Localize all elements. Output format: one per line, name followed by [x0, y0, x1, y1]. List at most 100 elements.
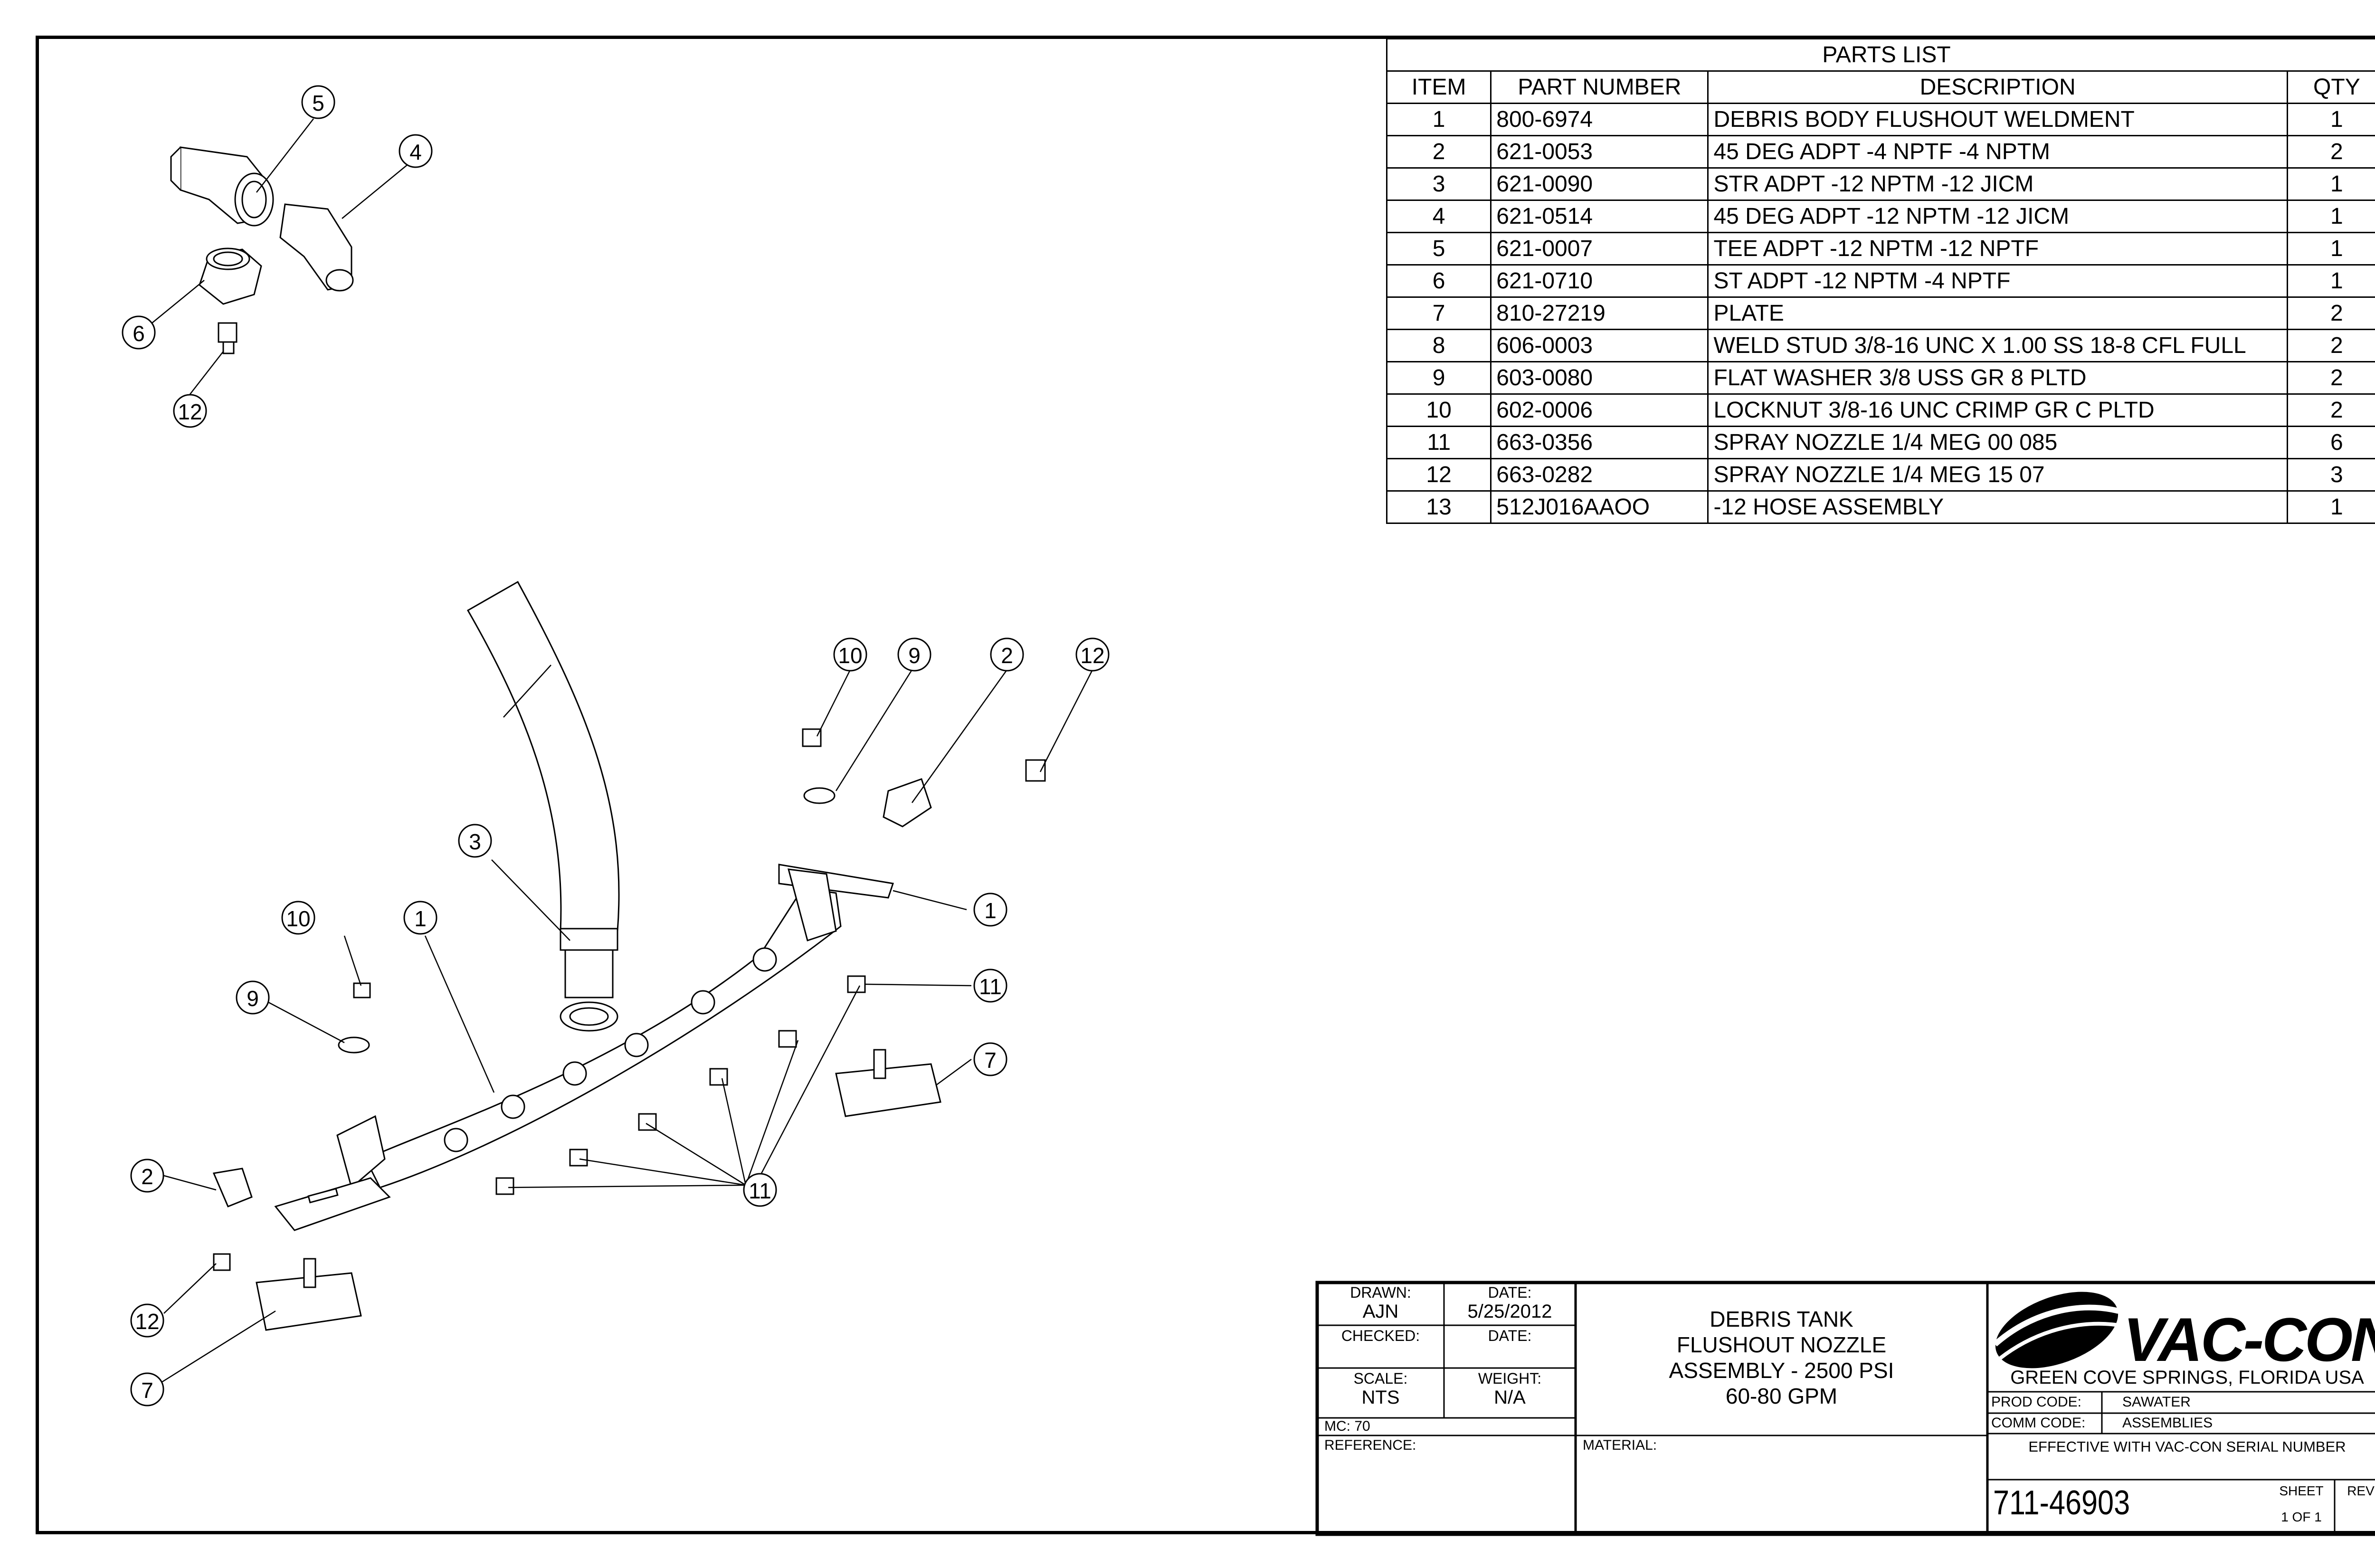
qty-cell: 1: [2286, 103, 2375, 136]
callout-balloon: 3: [458, 824, 492, 858]
callout-label: 12: [135, 1309, 159, 1334]
weight-value: N/A: [1494, 1387, 1526, 1408]
callout-label: 7: [141, 1378, 153, 1403]
callout-balloon: 2: [130, 1159, 164, 1193]
part-number-cell: 621-0053: [1490, 135, 1709, 169]
callout-balloon: 7: [973, 1042, 1007, 1076]
manifold-weldment-part: [274, 864, 894, 1231]
company-location: GREEN COVE SPRINGS, FLORIDA USA: [2010, 1367, 2364, 1388]
part-number-cell: 621-0007: [1490, 232, 1709, 266]
callout-label: 2: [1001, 643, 1013, 668]
qty-cell: 1: [2286, 167, 2375, 201]
qty-cell: 3: [2286, 458, 2375, 492]
qty-cell: 1: [2286, 264, 2375, 298]
description-cell: WELD STUD 3/8-16 UNC X 1.00 SS 18-8 CFL …: [1707, 329, 2288, 362]
item-cell: 1: [1386, 103, 1492, 136]
callout-balloon: 9: [236, 980, 270, 1015]
item-cell: 11: [1386, 426, 1492, 459]
scale-value: NTS: [1361, 1387, 1400, 1408]
description-cell: STR ADPT -12 NPTM -12 JICM: [1707, 167, 2288, 201]
description-cell: 45 DEG ADPT -4 NPTF -4 NPTM: [1707, 135, 2288, 169]
item-cell: 12: [1386, 458, 1492, 492]
rev-label: REV: [2347, 1483, 2375, 1498]
part-number-cell: 800-6974: [1490, 103, 1709, 136]
description-cell: -12 HOSE ASSEMBLY: [1707, 490, 2288, 524]
parts-list-title: PARTS LIST: [1386, 38, 2375, 72]
callout-balloon: 10: [833, 637, 867, 672]
callout-label: 6: [133, 321, 145, 346]
callout-balloon: 2: [990, 637, 1024, 672]
callout-label: 10: [838, 643, 862, 668]
callout-label: 2: [141, 1164, 153, 1189]
part-number-cell: 663-0282: [1490, 458, 1709, 492]
hose-assembly-part: [466, 580, 620, 998]
callout-label: 3: [469, 829, 481, 854]
date-value: 5/25/2012: [1467, 1301, 1552, 1322]
item-cell: 7: [1386, 296, 1492, 330]
parts-list-header-row: ITEM PART NUMBER DESCRIPTION QTY: [1386, 70, 2375, 104]
callout-label: 7: [984, 1048, 997, 1073]
callout-balloon: 10: [281, 901, 315, 935]
callout-label: 9: [247, 986, 259, 1011]
callout-label: 1: [984, 898, 997, 923]
item-cell: 8: [1386, 329, 1492, 362]
mc-value: MC: 70: [1324, 1418, 1370, 1434]
item-cell: 2: [1386, 135, 1492, 169]
material-label: MATERIAL:: [1583, 1437, 1657, 1453]
qty-cell: 2: [2286, 361, 2375, 395]
callout-label: 12: [178, 399, 202, 424]
part-number-cell: 603-0080: [1490, 361, 1709, 395]
comm-code-label: COMM CODE:: [1991, 1415, 2086, 1431]
header-description: DESCRIPTION: [1707, 70, 2288, 104]
description-cell: 45 DEG ADPT -12 NPTM -12 JICM: [1707, 200, 2288, 233]
callout-balloon: 5: [301, 85, 335, 119]
qty-cell: 2: [2286, 329, 2375, 362]
description-cell: PLATE: [1707, 296, 2288, 330]
title-block: [1315, 1281, 2375, 1536]
prod-code-label: PROD CODE:: [1991, 1394, 2082, 1410]
part-number-cell: 602-0006: [1490, 393, 1709, 427]
part-number-cell: 606-0003: [1490, 329, 1709, 362]
description-cell: TEE ADPT -12 NPTM -12 NPTF: [1707, 232, 2288, 266]
callout-label: 9: [908, 643, 921, 668]
date-label: DATE:: [1488, 1284, 1532, 1301]
plate-part-right: [835, 1049, 941, 1117]
callout-label: 10: [286, 906, 310, 931]
title-line-2: FLUSHOUT NOZZLE: [1676, 1332, 1887, 1357]
qty-cell: 6: [2286, 426, 2375, 459]
part-number-cell: 621-0710: [1490, 264, 1709, 298]
part-number-cell: 810-27219: [1490, 296, 1709, 330]
callout-balloon: 11: [743, 1173, 777, 1207]
reference-label: REFERENCE:: [1324, 1437, 1416, 1453]
callout-label: 5: [312, 91, 324, 115]
qty-cell: 1: [2286, 232, 2375, 266]
item-cell: 5: [1386, 232, 1492, 266]
item-cell: 3: [1386, 167, 1492, 201]
parts-list-table: PARTS LIST ITEM PART NUMBER DESCRIPTION …: [1386, 38, 2375, 524]
description-cell: FLAT WASHER 3/8 USS GR 8 PLTD: [1707, 361, 2288, 395]
qty-cell: 1: [2286, 490, 2375, 524]
prod-code-value: SAWATER: [2122, 1394, 2191, 1410]
item-cell: 13: [1386, 490, 1492, 524]
qty-cell: 1: [2286, 200, 2375, 233]
callout-balloon: 6: [122, 315, 156, 350]
checked-label: CHECKED:: [1341, 1327, 1420, 1344]
part-number-cell: 512J016AAOO: [1490, 490, 1709, 524]
drawn-label: DRAWN:: [1350, 1284, 1411, 1301]
sheet-value: 1 OF 1: [2281, 1510, 2322, 1524]
drawn-value: AJN: [1362, 1301, 1399, 1322]
weight-label: WEIGHT:: [1478, 1370, 1542, 1387]
header-item: ITEM: [1386, 70, 1492, 104]
title-line-3: ASSEMBLY - 2500 PSI: [1669, 1358, 1894, 1383]
drawing-number: 711-46903: [1993, 1484, 2130, 1522]
item-cell: 10: [1386, 393, 1492, 427]
